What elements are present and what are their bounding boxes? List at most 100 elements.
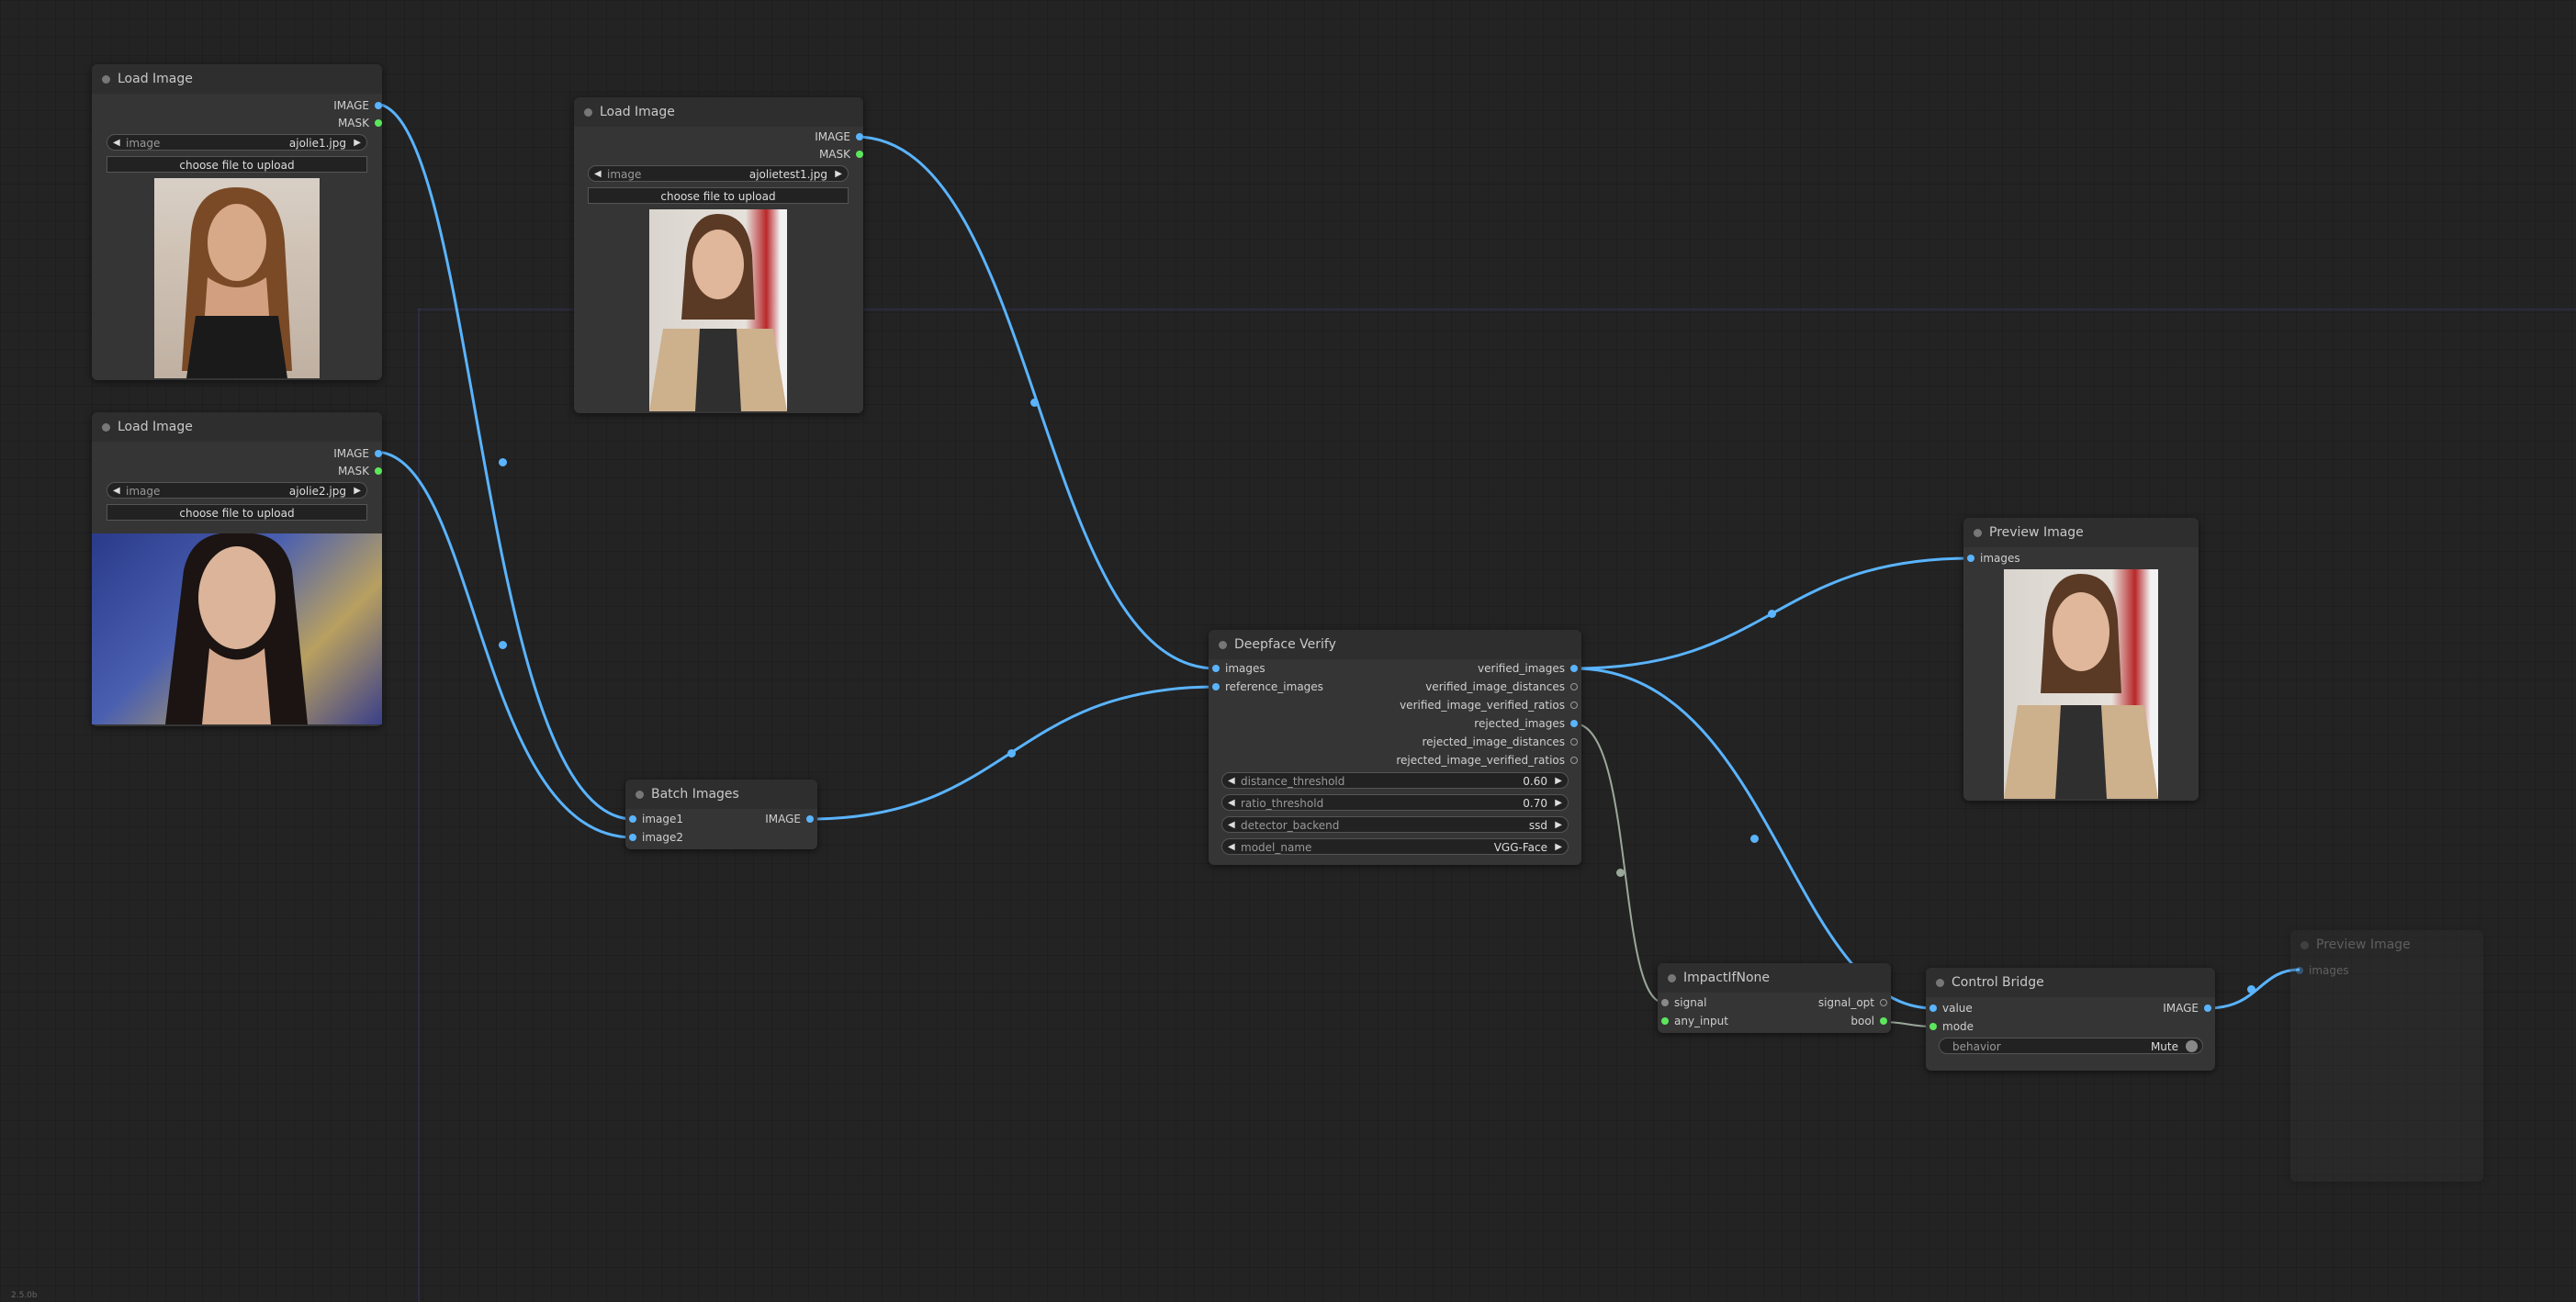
control-bridge-node[interactable]: Control Bridge value mode IMAGE behavior… [1926, 968, 2215, 1071]
collapse-dot-icon[interactable] [102, 75, 110, 84]
output-rejected-distances-slot[interactable]: rejected_image_distances [1422, 734, 1578, 750]
arrow-left-icon[interactable]: ◀ [113, 486, 120, 496]
output-pin-icon[interactable] [806, 815, 814, 823]
output-bool-slot[interactable]: bool [1850, 1013, 1887, 1029]
output-pin-icon[interactable] [1570, 757, 1578, 764]
toggle-knob-icon[interactable] [2186, 1040, 2198, 1052]
arrow-right-icon[interactable]: ▶ [1555, 798, 1562, 808]
reroute-point-4[interactable] [1007, 749, 1016, 758]
collapse-dot-icon[interactable] [102, 423, 110, 432]
input-pin-icon[interactable] [1661, 1017, 1669, 1025]
node-title-bar[interactable]: Load Image [574, 97, 863, 127]
input-pin-icon[interactable] [1661, 999, 1669, 1006]
arrow-left-icon[interactable]: ◀ [594, 169, 602, 179]
arrow-left-icon[interactable]: ◀ [1228, 776, 1235, 786]
reroute-point-6[interactable] [1750, 835, 1759, 843]
collapse-dot-icon[interactable] [1219, 641, 1227, 649]
arrow-right-icon[interactable]: ▶ [1555, 776, 1562, 786]
input-image1-slot[interactable]: image1 [629, 811, 683, 827]
input-pin-icon[interactable] [1929, 1005, 1937, 1012]
output-image-slot[interactable]: IMAGE [333, 445, 382, 462]
input-reference-images-slot[interactable]: reference_images [1212, 679, 1323, 695]
output-pin-icon[interactable] [856, 151, 863, 158]
choose-file-button[interactable]: choose file to upload [107, 156, 367, 173]
output-pin-icon[interactable] [1880, 999, 1887, 1006]
reroute-point-2[interactable] [499, 641, 507, 649]
output-image-slot[interactable]: IMAGE [2163, 1000, 2211, 1016]
output-pin-icon[interactable] [2204, 1005, 2211, 1012]
output-pin-icon[interactable] [375, 450, 382, 457]
input-pin-icon[interactable] [1929, 1023, 1937, 1030]
node-title-bar[interactable]: Batch Images [625, 780, 817, 809]
node-title-bar[interactable]: Deepface Verify [1209, 630, 1581, 659]
output-pin-icon[interactable] [375, 119, 382, 127]
node-title-bar[interactable]: Preview Image [1963, 518, 2199, 547]
reroute-point-7[interactable] [1616, 869, 1625, 877]
input-any-input-slot[interactable]: any_input [1661, 1013, 1728, 1029]
node-title-bar[interactable]: Control Bridge [1926, 968, 2215, 997]
output-image-slot[interactable]: IMAGE [333, 97, 382, 114]
preview-image-node-1[interactable]: Preview Image images [1963, 518, 2199, 801]
output-mask-slot[interactable]: MASK [338, 463, 382, 479]
choose-file-button[interactable]: choose file to upload [588, 187, 849, 204]
node-title-bar[interactable]: Load Image [92, 412, 382, 442]
output-pin-icon[interactable] [375, 467, 382, 475]
impact-if-none-node[interactable]: ImpactIfNone signal any_input signal_opt… [1658, 963, 1891, 1033]
node-title-bar[interactable]: Preview Image [2290, 930, 2483, 960]
arrow-right-icon[interactable]: ▶ [835, 169, 842, 179]
output-pin-icon[interactable] [375, 102, 382, 109]
output-image-slot[interactable]: IMAGE [765, 811, 814, 827]
reroute-point-8[interactable] [2247, 985, 2255, 993]
output-pin-icon[interactable] [1570, 665, 1578, 672]
choose-file-button[interactable]: choose file to upload [107, 504, 367, 521]
output-pin-icon[interactable] [1570, 720, 1578, 727]
collapse-dot-icon[interactable] [2300, 941, 2309, 949]
collapse-dot-icon[interactable] [636, 791, 644, 799]
output-mask-slot[interactable]: MASK [338, 115, 382, 131]
arrow-right-icon[interactable]: ▶ [354, 486, 361, 496]
collapse-dot-icon[interactable] [1936, 979, 1944, 987]
arrow-left-icon[interactable]: ◀ [1228, 842, 1235, 852]
node-title-bar[interactable]: ImpactIfNone [1658, 963, 1891, 993]
deepface-verify-node[interactable]: Deepface Verify images reference_images … [1209, 630, 1581, 865]
output-rejected-images-slot[interactable]: rejected_images [1474, 715, 1578, 732]
batch-images-node[interactable]: Batch Images image1 image2 IMAGE [625, 780, 817, 849]
output-verified-distances-slot[interactable]: verified_image_distances [1425, 679, 1578, 695]
input-images-slot[interactable]: images [2296, 962, 2349, 979]
arrow-left-icon[interactable]: ◀ [113, 138, 120, 148]
input-pin-icon[interactable] [1212, 683, 1220, 690]
arrow-left-icon[interactable]: ◀ [1228, 820, 1235, 830]
input-signal-slot[interactable]: signal [1661, 994, 1707, 1011]
input-pin-icon[interactable] [629, 815, 636, 823]
input-pin-icon[interactable] [2296, 967, 2303, 974]
arrow-right-icon[interactable]: ▶ [354, 138, 361, 148]
output-pin-icon[interactable] [1570, 702, 1578, 709]
reroute-point-3[interactable] [1030, 398, 1039, 407]
output-pin-icon[interactable] [856, 133, 863, 140]
input-pin-icon[interactable] [1967, 555, 1974, 562]
preview-image-node-2-muted[interactable]: Preview Image images [2290, 930, 2483, 1182]
input-pin-icon[interactable] [629, 834, 636, 841]
input-value-slot[interactable]: value [1929, 1000, 1973, 1016]
collapse-dot-icon[interactable] [1668, 974, 1676, 982]
collapse-dot-icon[interactable] [1974, 529, 1982, 537]
output-verified-ratios-slot[interactable]: verified_image_verified_ratios [1400, 697, 1578, 713]
input-images-slot[interactable]: images [1212, 660, 1266, 677]
output-pin-icon[interactable] [1570, 683, 1578, 690]
input-mode-slot[interactable]: mode [1929, 1018, 1974, 1035]
output-signal-opt-slot[interactable]: signal_opt [1818, 994, 1887, 1011]
output-pin-icon[interactable] [1880, 1017, 1887, 1025]
input-images-slot[interactable]: images [1967, 550, 2020, 567]
reroute-point-1[interactable] [499, 458, 507, 466]
input-pin-icon[interactable] [1212, 665, 1220, 672]
